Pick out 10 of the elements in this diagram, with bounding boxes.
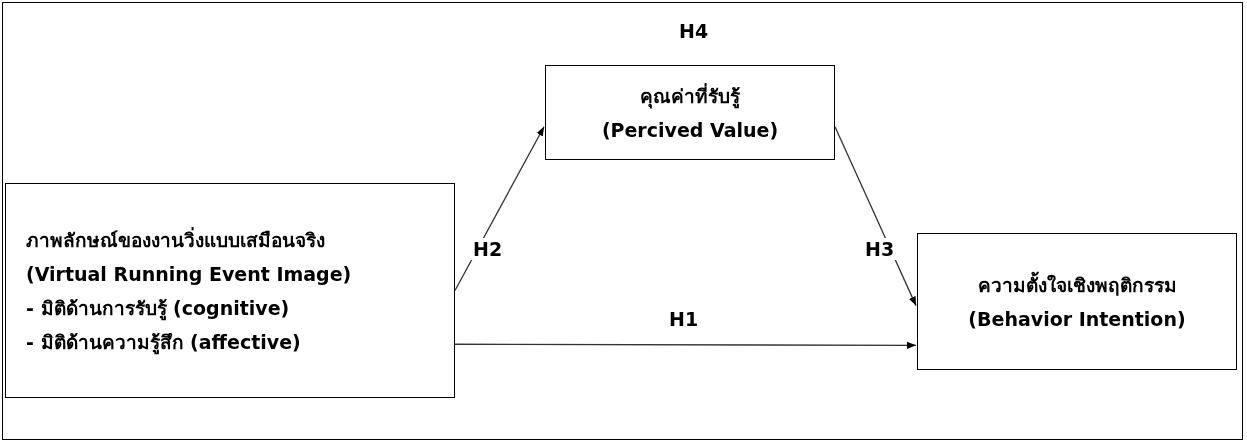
arrow xyxy=(834,126,917,307)
box-text: ความตั้งใจเชิงพฤติกรรม (Behavior Intention) xyxy=(967,270,1187,332)
box-text: - มิติด้านความรู้สึก (affective) xyxy=(26,329,302,357)
text-box xyxy=(917,233,1237,370)
box-text: - มิติด้านการรับรู้ (cognitive) xyxy=(26,295,291,323)
box-text: คุณค่าที่รับรู้ (Percived Value) xyxy=(600,82,780,143)
arrow xyxy=(454,341,917,349)
text-box xyxy=(5,183,455,398)
text-box xyxy=(545,65,835,160)
box-text: ภาพลักษณ์ของงานวิ่งแบบเสมือนจริง (Virtual Running Event Image) xyxy=(26,226,353,287)
